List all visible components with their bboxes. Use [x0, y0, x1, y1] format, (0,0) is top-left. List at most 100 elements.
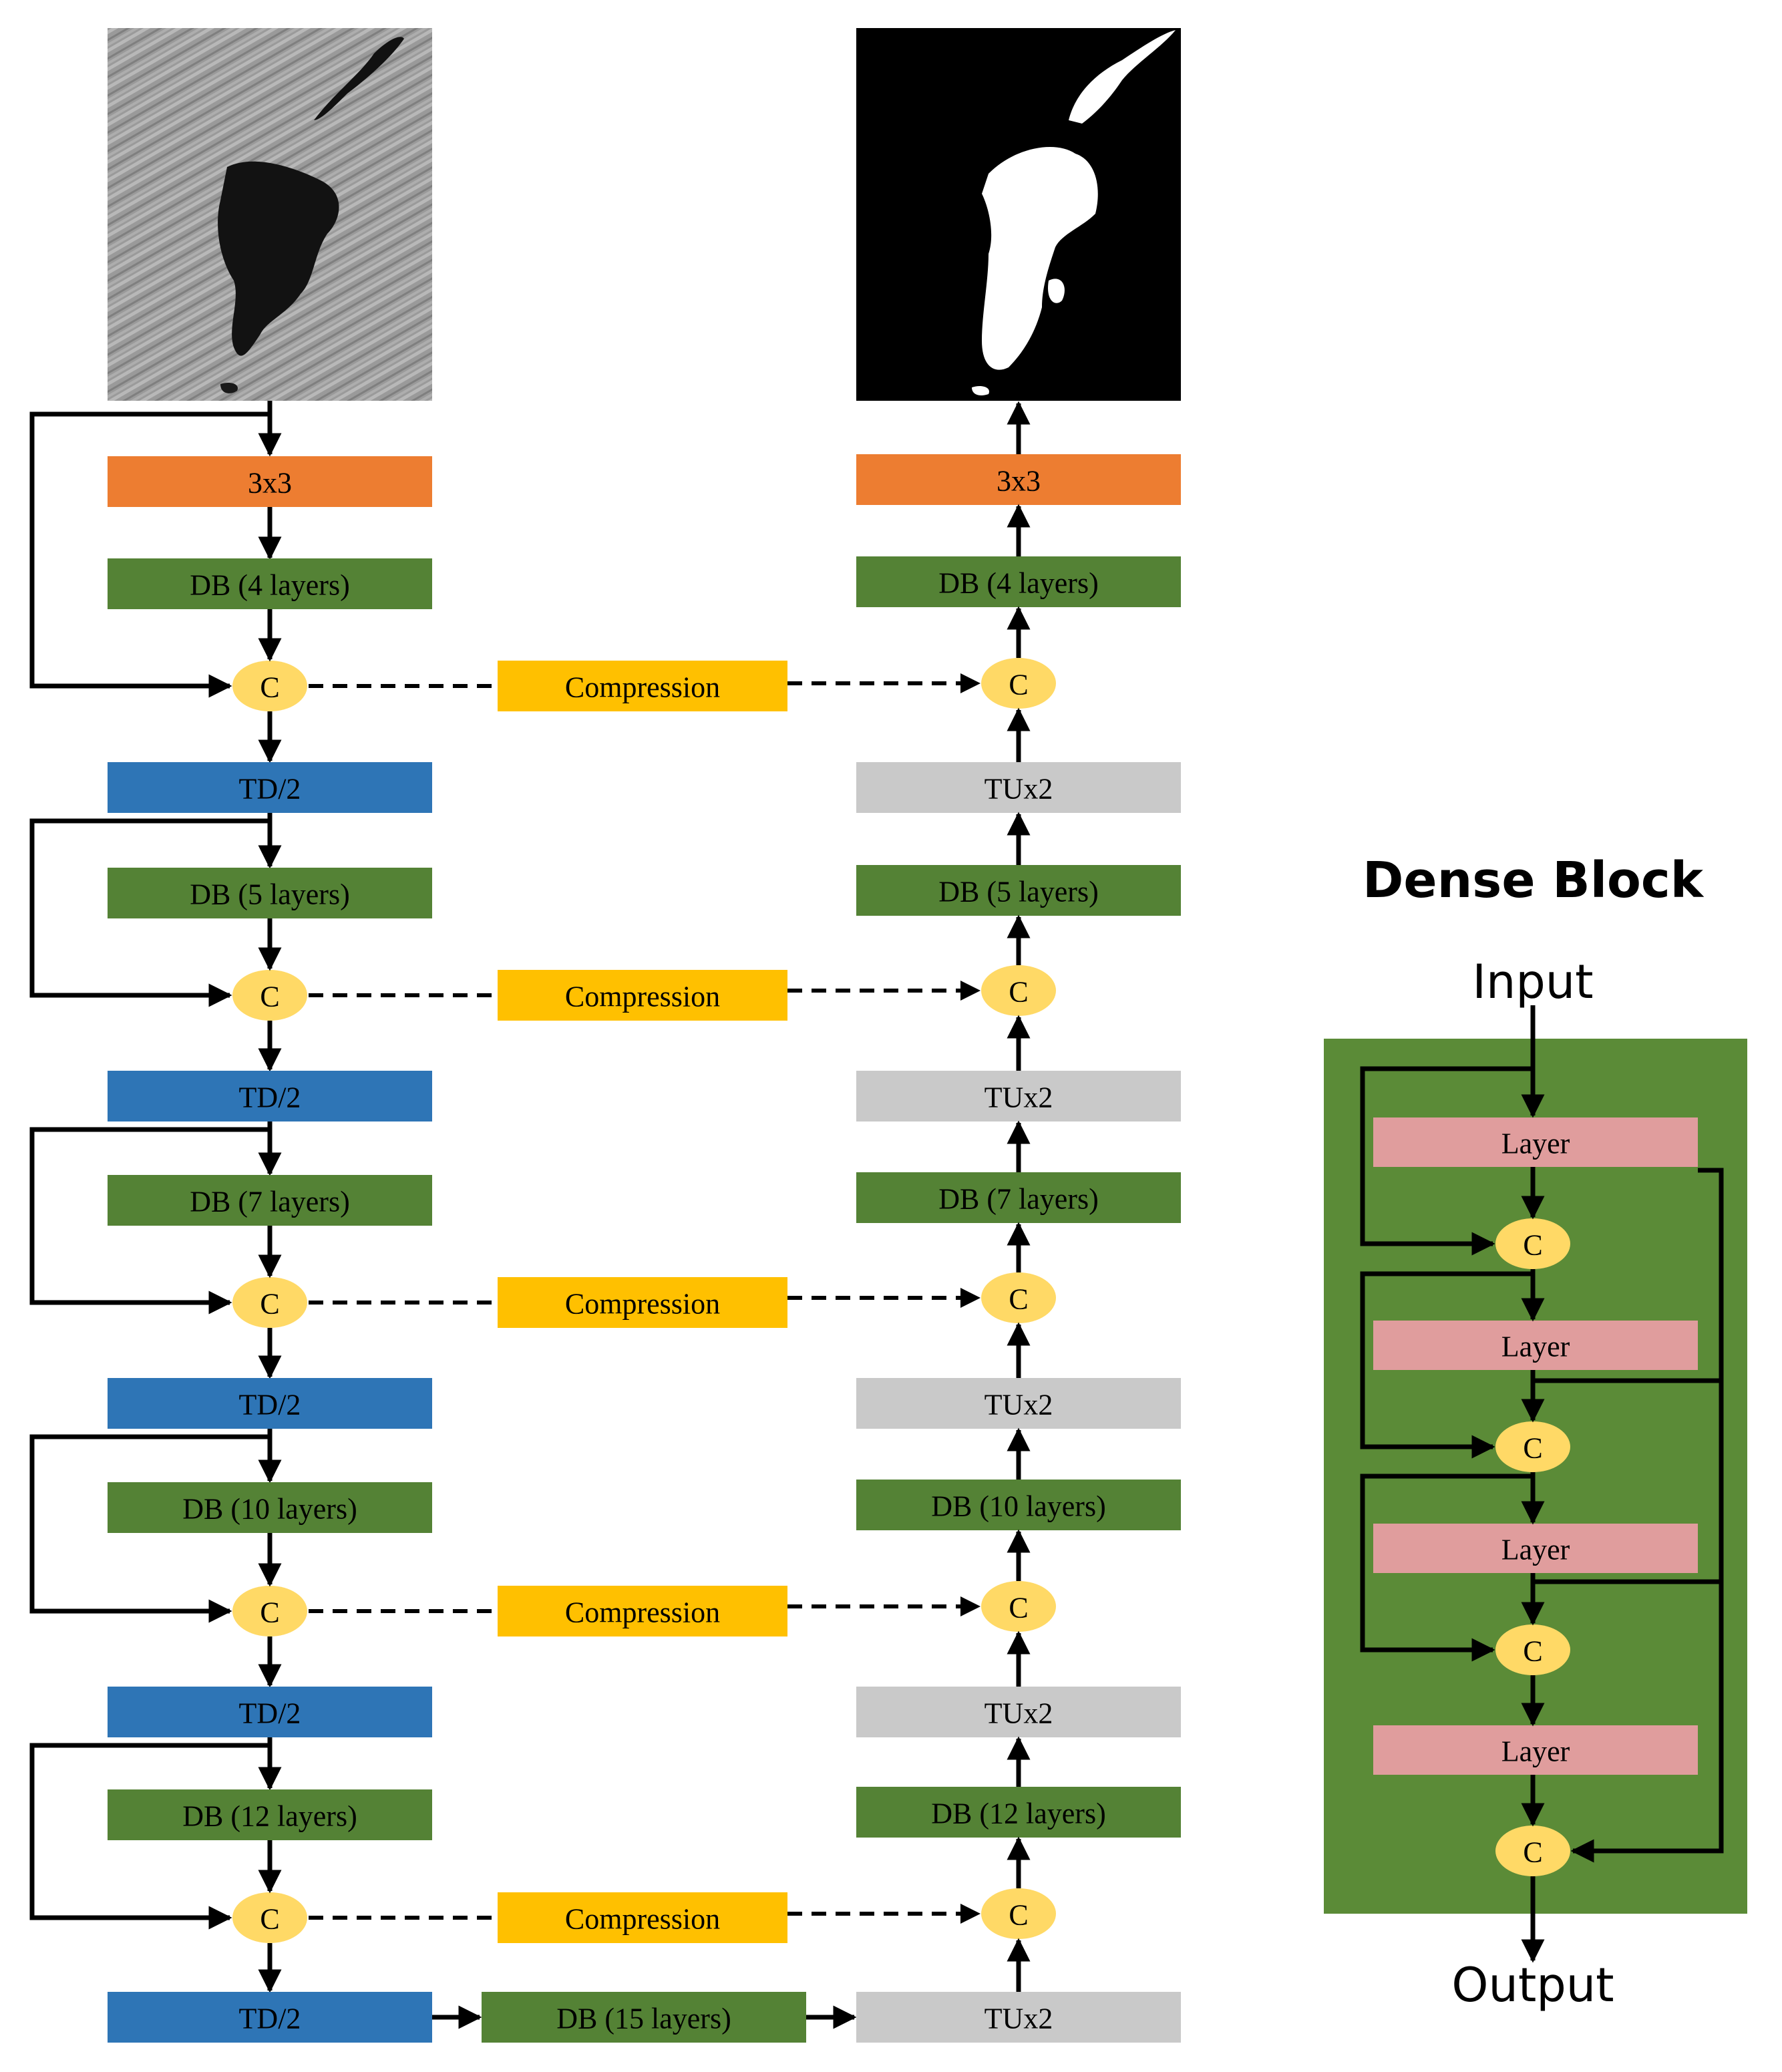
- encoder-concat-2-label: C: [260, 981, 279, 1013]
- encoder-concat-3: C: [232, 1277, 307, 1328]
- encoder-td-3-label: TD/2: [239, 1389, 301, 1421]
- encoder-td-3: TD/2: [108, 1378, 432, 1429]
- dense-skip-right: [1570, 1168, 1724, 1863]
- encoder-conv-3x3-label: 3x3: [248, 467, 292, 500]
- encoder-db-3-label: DB (7 layers): [190, 1186, 350, 1218]
- decoder-tu-1: TUx2: [856, 762, 1181, 813]
- decoder-tu-3: TUx2: [856, 1378, 1181, 1429]
- decoder-tu-2: TUx2: [856, 1071, 1181, 1121]
- dense-concat-3-label: C: [1523, 1635, 1542, 1668]
- encoder-td-5-label: TD/2: [239, 2003, 301, 2035]
- bottleneck-db-label: DB (15 layers): [556, 2003, 731, 2035]
- compression-2-label: Compression: [565, 981, 720, 1013]
- encoder-td-4-label: TD/2: [239, 1697, 301, 1730]
- decoder-concat-1-label: C: [1009, 669, 1028, 701]
- encoder-db-4: DB (10 layers): [108, 1482, 432, 1533]
- decoder-tu-5-label: TUx2: [985, 2003, 1053, 2035]
- output-mask-image: [856, 28, 1181, 401]
- dense-concat-1-label: C: [1523, 1229, 1542, 1262]
- dense-layer-3-label: Layer: [1501, 1534, 1570, 1566]
- skip-connection-3: [29, 1127, 270, 1315]
- decoder-concat-4-label: C: [1009, 1592, 1028, 1624]
- dense-skip-left-2: [1360, 1271, 1533, 1459]
- decoder-conv-3x3-label: 3x3: [997, 465, 1041, 498]
- decoder-db-4-label: DB (10 layers): [931, 1490, 1106, 1523]
- decoder-tu-5: TUx2: [856, 1992, 1181, 2043]
- skip-connection-5: [29, 1743, 270, 1930]
- encoder-td-5: TD/2: [108, 1992, 432, 2043]
- encoder-concat-5: C: [232, 1892, 307, 1943]
- dense-layer-1: Layer: [1373, 1117, 1698, 1167]
- dense-concat-2: C: [1495, 1421, 1570, 1472]
- decoder-conv-3x3: 3x3: [856, 454, 1181, 505]
- compression-4: Compression: [498, 1586, 787, 1636]
- dense-block-output-label: Output: [1451, 1958, 1614, 2013]
- decoder-concat-5: C: [981, 1888, 1056, 1939]
- encoder-td-1-label: TD/2: [239, 773, 301, 806]
- decoder-tu-1-label: TUx2: [985, 773, 1053, 806]
- compression-5-label: Compression: [565, 1903, 720, 1936]
- encoder-db-2-label: DB (5 layers): [190, 878, 350, 911]
- compression-2: Compression: [498, 970, 787, 1021]
- skip-connection-4: [29, 1434, 270, 1623]
- encoder-db-1: DB (4 layers): [108, 558, 432, 609]
- encoder-concat-5-label: C: [260, 1903, 279, 1936]
- encoder-concat-3-label: C: [260, 1288, 279, 1321]
- encoder-concat-2: C: [232, 970, 307, 1021]
- decoder-db-4: DB (10 layers): [856, 1480, 1181, 1530]
- dense-skip-left-3: [1360, 1474, 1533, 1662]
- decoder-tu-4-label: TUx2: [985, 1697, 1053, 1730]
- encoder-td-1: TD/2: [108, 762, 432, 813]
- decoder-tu-4: TUx2: [856, 1687, 1181, 1737]
- encoder-db-5: DB (12 layers): [108, 1789, 432, 1840]
- decoder-db-1: DB (4 layers): [856, 556, 1181, 607]
- encoder-concat-4-label: C: [260, 1596, 279, 1629]
- decoder-tu-3-label: TUx2: [985, 1389, 1053, 1421]
- compression-4-label: Compression: [565, 1596, 720, 1629]
- dense-layer-4-label: Layer: [1501, 1735, 1570, 1768]
- bottleneck-db: DB (15 layers): [482, 1992, 806, 2043]
- encoder-db-3: DB (7 layers): [108, 1175, 432, 1226]
- decoder-tu-2-label: TUx2: [985, 1081, 1053, 1114]
- encoder-db-1-label: DB (4 layers): [190, 569, 350, 602]
- dense-block-title: Dense Block: [1363, 852, 1705, 909]
- decoder-concat-3: C: [981, 1272, 1056, 1323]
- dense-skip-left-1: [1360, 1066, 1533, 1256]
- encoder-td-2: TD/2: [108, 1071, 432, 1121]
- dense-concat-1: C: [1495, 1218, 1570, 1269]
- encoder-concat-1-label: C: [260, 671, 279, 704]
- dense-layer-3: Layer: [1373, 1524, 1698, 1573]
- dense-layer-2-label: Layer: [1501, 1331, 1570, 1363]
- compression-3: Compression: [498, 1277, 787, 1328]
- decoder-concat-5-label: C: [1009, 1899, 1028, 1932]
- encoder-conv-3x3: 3x3: [108, 456, 432, 507]
- decoder-concat-3-label: C: [1009, 1283, 1028, 1316]
- compression-5: Compression: [498, 1892, 787, 1943]
- decoder-db-5: DB (12 layers): [856, 1787, 1181, 1838]
- decoder-db-2: DB (5 layers): [856, 865, 1181, 916]
- skip-connection-2: [29, 818, 270, 1007]
- dense-layer-4: Layer: [1373, 1725, 1698, 1775]
- decoder-db-5-label: DB (12 layers): [931, 1797, 1106, 1830]
- compression-1: Compression: [498, 661, 787, 711]
- encoder-concat-1: C: [232, 661, 307, 711]
- encoder-td-4: TD/2: [108, 1687, 432, 1737]
- dense-block-input-label: Input: [1472, 955, 1593, 1009]
- compression-3-label: Compression: [565, 1288, 720, 1321]
- dense-concat-4-label: C: [1523, 1836, 1542, 1869]
- dense-layer-2: Layer: [1373, 1321, 1698, 1370]
- encoder-td-2-label: TD/2: [239, 1081, 301, 1114]
- encoder-db-2: DB (5 layers): [108, 868, 432, 918]
- decoder-concat-2-label: C: [1009, 976, 1028, 1009]
- dense-concat-4: C: [1495, 1826, 1570, 1876]
- decoder-db-3: DB (7 layers): [856, 1172, 1181, 1223]
- dense-concat-3: C: [1495, 1624, 1570, 1675]
- decoder-db-3-label: DB (7 layers): [938, 1183, 1099, 1216]
- decoder-concat-2: C: [981, 965, 1056, 1016]
- encoder-concat-4: C: [232, 1586, 307, 1636]
- compression-1-label: Compression: [565, 671, 720, 704]
- encoder-db-4-label: DB (10 layers): [182, 1493, 357, 1526]
- encoder-db-5-label: DB (12 layers): [182, 1800, 357, 1833]
- decoder-concat-4: C: [981, 1581, 1056, 1632]
